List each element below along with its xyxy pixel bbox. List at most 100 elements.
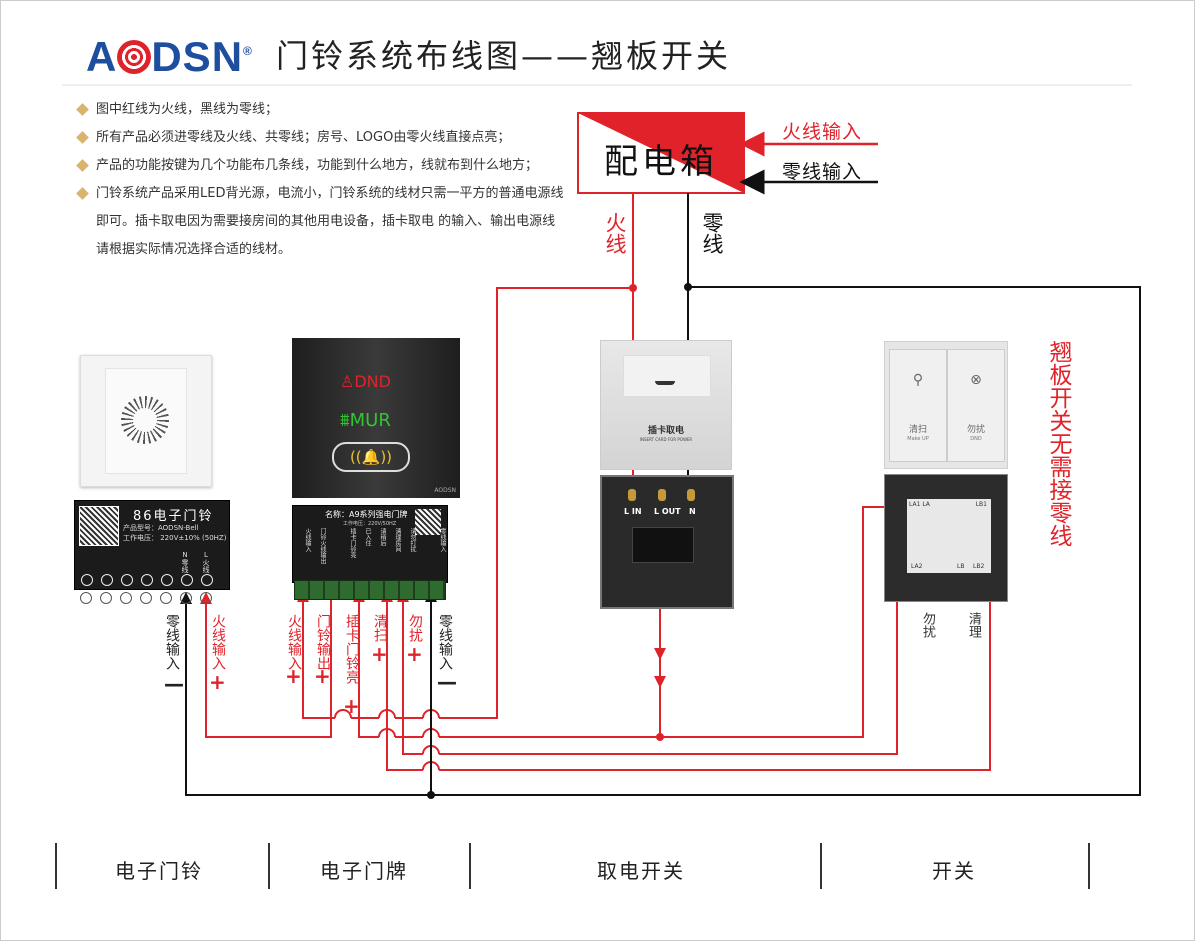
doorplate-wire-label: 火线输入 (286, 614, 302, 670)
no-disturb-icon: ⊗ (970, 372, 982, 388)
doorplate-wire-label: 零线输入 (437, 614, 453, 670)
rocker-switch-front: ⚲ 清扫 Make UP ⊗ 勿扰 DND (884, 341, 1008, 469)
doorbell-model: 产品型号：AODSN-Bell (123, 524, 199, 532)
logo-circle-icon (117, 40, 152, 74)
section-divider (469, 843, 471, 889)
neutral-input-label: 零线输入 (782, 161, 863, 183)
section-divider (268, 843, 270, 889)
doorplate-name: 名称：A9系列强电门牌 (325, 510, 408, 519)
terminal-la2: LA2 (911, 563, 923, 570)
dnd-text: DND (354, 372, 391, 391)
section-label-doorbell: 电子门铃 (115, 859, 203, 883)
terminal-label (327, 528, 342, 564)
doorplate-wire-sign: + (343, 694, 360, 718)
terminal-label (417, 528, 432, 564)
distribution-box (577, 112, 745, 194)
doorplate-terminal-labels: 火线输入 门铃火线输出 插卡门铃亮 已入住 请稍后 清理房间 请勿打扰 零线输入 (297, 528, 447, 564)
terminal-la: LA (922, 501, 930, 508)
button-label-en: DND (970, 436, 982, 442)
rocker-button-dnd[interactable]: ⊗ 勿扰 DND (947, 349, 1005, 462)
card-switch-back: L IN L OUT N (600, 475, 734, 609)
bell-icon: ((🔔)) (349, 448, 393, 466)
qr-code-icon (79, 506, 119, 546)
doorplate-wire-sign: + (285, 664, 302, 688)
section-label-doorplate: 电子门牌 (320, 859, 408, 883)
note-item: 所有产品必须进零线及火线、共零线；房号、LOGO由零火线直接点亮； (76, 124, 566, 152)
terminal-label: 清理房间 (394, 528, 401, 552)
note-item: 产品的功能按键为几个功能布几条线，功能到什么地方，线就布到什么地方； (76, 152, 566, 180)
rocker-button-clean[interactable]: ⚲ 清扫 Make UP (889, 349, 947, 462)
section-divider (820, 843, 822, 889)
doorplate-wire-label: 勿扰 (407, 614, 423, 642)
doorplate-terminal-block (294, 580, 446, 600)
doorplate-wire-label: 门铃输出 (315, 614, 331, 670)
terminal-label: 插卡门铃亮 (349, 528, 356, 558)
cleaning-icon: ⚲ (912, 372, 924, 388)
doorplate-wire-sign: + (406, 642, 423, 666)
live-out-label: 火线 (603, 212, 627, 254)
button-label-en: Make UP (907, 436, 929, 442)
broom-icon: ⩩ (340, 410, 350, 431)
mur-indicator: ⩩MUR (340, 410, 391, 431)
distribution-box-label: 配电箱 (604, 142, 718, 182)
card-switch-label-en: INSERT CARD FOR POWER (639, 437, 693, 442)
section-label-card-switch: 取电开关 (597, 859, 685, 883)
mur-text: MUR (349, 410, 391, 431)
rocker-wire-dnd-label: 勿扰 (920, 612, 935, 638)
doorbell-neutral-label: 零线输入 (164, 614, 180, 670)
terminal-label: 请稍后 (379, 528, 386, 546)
terminal-l-out: L OUT (654, 507, 681, 516)
doorplate-wire-label: 清扫 (372, 614, 388, 642)
doorbell-live-sign: + (209, 670, 226, 694)
doorbell-back-panel: 86电子门铃 产品型号：AODSN-Bell 工作电压： 220V±10% (5… (74, 500, 230, 590)
doorplate-wire-sign: + (314, 664, 331, 688)
doorplate-wire-sign: + (371, 642, 388, 666)
rocker-switch-note: 翘板开关无需接零线 (1045, 340, 1071, 547)
terminal-lb: LB (957, 563, 965, 570)
doorplate-wire-label: 插卡门铃亮 (344, 614, 360, 684)
section-label-switch: 开关 (932, 859, 976, 883)
doorbell-voltage: 工作电压： 220V±10% (50HZ) (123, 534, 227, 542)
doorbell-button[interactable]: ((🔔)) (332, 442, 410, 472)
doorbell-terminal-holes (80, 592, 212, 604)
doorbell-front (80, 355, 212, 487)
button-label-cn: 勿扰 (966, 425, 985, 435)
doorbell-neutral-sign: — (164, 672, 184, 696)
registered-mark: ® (243, 44, 253, 58)
doorplate-back-panel: 名称：A9系列强电门牌 工作电压：220V/50HZ 火线输入 门铃火线输出 插… (292, 505, 448, 583)
doorbell-live-label: 火线输入 (210, 614, 226, 670)
live-input-label: 火线输入 (782, 121, 863, 143)
doorplate-brand: AODSN (434, 487, 456, 494)
rocker-wire-clean-label: 清理 (966, 612, 981, 638)
dnd-indicator: ♙DND (340, 372, 391, 391)
card-switch-label-cn: 插卡取电 (647, 426, 684, 436)
terminal-label: 请勿打扰 (409, 528, 416, 552)
doorplate-front: ♙DND ⩩MUR ((🔔)) AODSN (292, 338, 460, 498)
button-label-cn: 清扫 (908, 425, 927, 435)
terminal-la1: LA1 (909, 501, 921, 508)
card-slot[interactable] (623, 355, 711, 397)
doorbell-title: 86电子门铃 (133, 509, 214, 524)
doorplate-voltage: 工作电压：220V/50HZ (343, 521, 397, 527)
terminal-label: 已入住 (364, 528, 371, 546)
terminal-plate: LA1 LA LB1 LA2 LB LB2 (907, 499, 991, 573)
page-title: 门铃系统布线图——翘板开关 (276, 37, 732, 75)
terminal-label-n: N零线 (181, 551, 189, 573)
card-switch-front: 插卡取电 INSERT CARD FOR POWER (600, 340, 732, 470)
section-divider (1088, 843, 1090, 889)
terminal-row (81, 574, 213, 586)
dnd-icon: ♙ (340, 372, 355, 391)
terminal-n: N (689, 507, 696, 516)
qr-code-icon (415, 509, 441, 535)
terminal-label-l: L火线 (202, 551, 210, 573)
doorplate-wire-sign: — (437, 670, 457, 694)
rocker-switch-back: LA1 LA LB1 LA2 LB LB2 (884, 474, 1008, 602)
note-item: 图中红线为火线，黑线为零线； (76, 96, 566, 124)
terminal-l-in: L IN (624, 507, 642, 516)
terminal-lb1: LB1 (975, 501, 987, 508)
terminal-label: 火线输入 (304, 528, 311, 552)
notes-list: 图中红线为火线，黑线为零线； 所有产品必须进零线及火线、共零线；房号、LOGO由… (76, 96, 566, 264)
terminal-lb2: LB2 (973, 563, 985, 570)
